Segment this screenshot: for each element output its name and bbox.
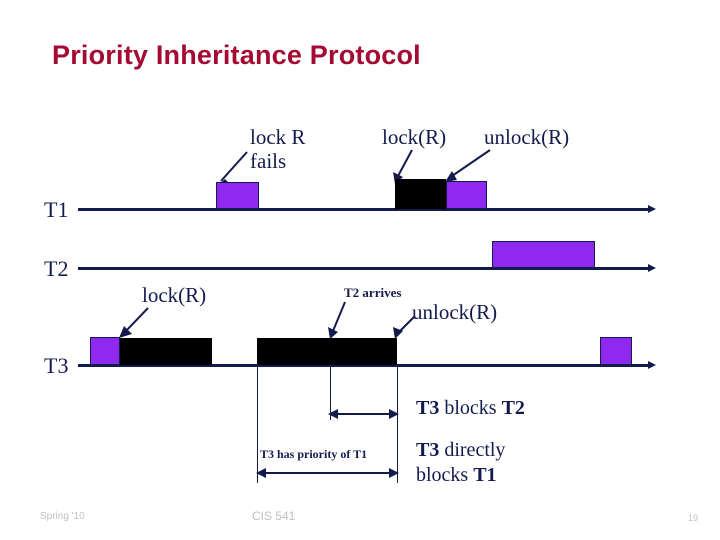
note-t3-blocks-t2: T3 blocks T2 bbox=[416, 396, 525, 421]
axis-t2 bbox=[78, 267, 650, 270]
track-label-t3: T3 bbox=[44, 353, 69, 378]
t3-block-blocked-2 bbox=[257, 338, 397, 365]
track-label-t2: T2 bbox=[44, 256, 69, 281]
t3-block-executing-1 bbox=[90, 337, 120, 365]
page-title: Priority Inheritance Protocol bbox=[52, 40, 421, 70]
note-t3-blocks-t2-lead: T3 bbox=[416, 397, 440, 419]
axis-arrowhead-t1 bbox=[648, 205, 656, 213]
axis-t3 bbox=[78, 364, 650, 367]
annotation-t3-priority: T3 has priority of T1 bbox=[260, 447, 368, 461]
track-label-t1: T1 bbox=[44, 197, 69, 222]
annotation-t2-arrives: T2 arrives bbox=[344, 285, 402, 300]
t1-block-blocked-1 bbox=[395, 179, 446, 209]
annotation-lock-r-fails-line2: fails bbox=[250, 148, 287, 173]
annotation-lock-r-fails: lock R fails bbox=[250, 125, 306, 173]
bracket-guide-mid bbox=[330, 365, 331, 420]
annotation-lock-r-fails-line1: lock R bbox=[250, 125, 306, 149]
axis-arrowhead-t2 bbox=[648, 264, 656, 272]
annotation-t3-lock: lock(R) bbox=[142, 283, 207, 307]
axis-t1 bbox=[78, 208, 650, 211]
note-t3-blocks-t1-tail: T1 bbox=[473, 464, 497, 486]
t1-block-executing-2 bbox=[446, 181, 487, 209]
note-t3-blocks-t1: T3 directly blocks T1 bbox=[416, 438, 505, 488]
t2-block-executing-1 bbox=[492, 241, 595, 268]
t1-block-executing-1 bbox=[216, 182, 259, 209]
axis-arrowhead-t3 bbox=[648, 361, 656, 369]
footer-course: CIS 541 bbox=[252, 509, 296, 523]
annotation-t1-unlock: unlock(R) bbox=[484, 125, 570, 149]
note-t3-blocks-t1-line2: blocks T1 bbox=[416, 463, 505, 488]
t3-block-blocked-1 bbox=[120, 338, 212, 365]
note-t3-blocks-t1-line2-mid: blocks bbox=[416, 464, 474, 486]
bracket-guide-left bbox=[257, 365, 258, 483]
note-t3-blocks-t1-mid: directly bbox=[439, 439, 506, 461]
annotation-t1-lock: lock(R) bbox=[382, 125, 447, 149]
footer-term: Spring '10 bbox=[40, 511, 85, 522]
footer-slide-number: 19 bbox=[688, 513, 699, 523]
t3-block-executing-2 bbox=[600, 337, 632, 365]
bracket-guide-right bbox=[397, 365, 398, 483]
annotation-t3-unlock: unlock(R) bbox=[412, 300, 498, 324]
note-t3-blocks-t1-line1: T3 directly bbox=[416, 438, 505, 463]
note-t3-blocks-t2-mid: blocks bbox=[439, 397, 502, 419]
note-t3-blocks-t2-tail: T2 bbox=[501, 397, 525, 419]
note-t3-blocks-t1-lead: T3 bbox=[416, 439, 440, 461]
